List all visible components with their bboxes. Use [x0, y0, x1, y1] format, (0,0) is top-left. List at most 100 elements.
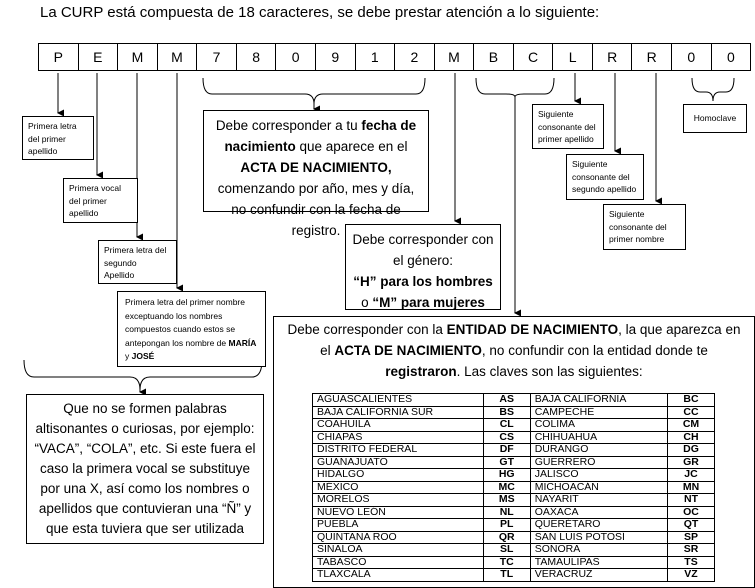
fecha-text-3: comenzando por año, mes y día, no confun…	[217, 181, 415, 238]
state-code: MC	[482, 480, 531, 494]
note-entidad-nacimiento: Debe corresponder con la ENTIDAD DE NACI…	[273, 316, 755, 588]
genero-bold-1: “H” para los hombres	[353, 274, 493, 289]
state-code: TL	[482, 568, 531, 582]
state-code: NT	[667, 493, 715, 507]
state-name: GUANAJUATO	[312, 455, 484, 469]
state-code: AS	[482, 393, 531, 407]
entidad-text: Debe corresponder con la ENTIDAD DE NACI…	[274, 317, 754, 384]
state-code: BC	[667, 393, 715, 407]
entidad-text-2: , la que aparezca en el	[320, 322, 741, 358]
state-code: JC	[667, 468, 715, 482]
curp-char-16: R	[632, 43, 672, 71]
fecha-bold-2: ACTA DE NACIMIENTO,	[240, 160, 392, 175]
state-code: MS	[482, 493, 531, 507]
state-name: OAXACA	[529, 505, 669, 519]
state-code: SL	[482, 543, 531, 557]
state-code: BS	[482, 405, 531, 419]
state-name: BAJA CALIFORNIA SUR	[312, 405, 484, 419]
fecha-bold-1: fecha de nacimiento	[224, 118, 417, 154]
genero-bold-2: “M” para mujeres	[372, 295, 485, 310]
state-name: CHIAPAS	[312, 430, 484, 444]
state-name: COAHUILA	[312, 418, 484, 432]
curp-char-6: 8	[236, 43, 277, 71]
entidad-text-1: Debe corresponder con la	[287, 322, 447, 337]
state-code: SR	[667, 543, 715, 557]
note-maria: MARÍA	[228, 337, 257, 348]
curp-char-11: M	[434, 43, 475, 71]
state-code: DG	[667, 443, 715, 457]
state-code: NL	[482, 505, 531, 519]
note-segundo-apellido: Primera letra del segundo Apellido	[98, 240, 177, 284]
note-primer-nombre: Primera letra del primer nombre exceptua…	[117, 291, 266, 367]
state-code: TS	[667, 555, 715, 569]
state-name: MORELOS	[312, 493, 484, 507]
curp-char-2: E	[78, 43, 119, 71]
genero-text-1: Debe corresponder con el género:	[352, 232, 494, 268]
curp-char-4: M	[157, 43, 198, 71]
state-name: VERACRUZ	[529, 568, 669, 582]
state-name: SINALOA	[312, 543, 484, 557]
state-name: MICHOACÁN	[529, 480, 669, 494]
state-code: QT	[667, 518, 715, 532]
fecha-text-1: Debe corresponder a tu	[215, 118, 362, 133]
state-name: NUEVO LEÓN	[312, 505, 484, 519]
curp-char-3: M	[118, 43, 158, 71]
state-code: GR	[667, 455, 715, 469]
state-name: BAJA CALIFORNIA	[529, 393, 669, 407]
state-name: DISTRITO FEDERAL	[312, 443, 484, 457]
state-code: DF	[482, 443, 531, 457]
state-name: MÉXICO	[312, 480, 484, 494]
note-fecha-nacimiento: Debe corresponder a tu fecha de nacimien…	[203, 110, 429, 238]
state-code: QR	[482, 530, 531, 544]
state-code: CH	[667, 430, 715, 444]
page-title: La CURP está compuesta de 18 caracteres,…	[40, 4, 600, 21]
state-name: QUINTANA ROO	[312, 530, 484, 544]
state-name: QUERÉTARO	[529, 518, 669, 532]
curp-char-10: 2	[395, 43, 435, 71]
state-code: OC	[667, 505, 715, 519]
note-genero: Debe corresponder con el género: “H” par…	[345, 224, 501, 310]
note-consonante-primer-apellido: Siguiente consonante del primer apellido	[532, 104, 604, 149]
state-code: HG	[482, 468, 531, 482]
state-name: TLAXCALA	[312, 568, 484, 582]
state-name: COLIMA	[529, 418, 669, 432]
note-palabras-altisonantes: Que no se formen palabras altisonantes o…	[26, 394, 264, 544]
note-segundo-apellido-line1: Primera letra del segundo	[104, 245, 167, 268]
state-name: NAYARIT	[529, 493, 669, 507]
note-primera-vocal: Primera vocal del primer apellido	[63, 178, 138, 223]
note-consonante-primer-nombre: Siguiente consonante del primer nombre	[603, 204, 686, 250]
note-homoclave: Homoclave	[683, 104, 747, 133]
state-code: CM	[667, 418, 715, 432]
state-code: CL	[482, 418, 531, 432]
state-code: TC	[482, 555, 531, 569]
curp-char-12: B	[474, 43, 514, 71]
state-name: HIDALGO	[312, 468, 484, 482]
note-primer-nombre-text: Primera letra del primer nombre exceptua…	[125, 297, 245, 348]
note-consonante-segundo-apellido: Siguiente consonante del segundo apellid…	[566, 154, 644, 200]
state-name: SONORA	[529, 543, 669, 557]
note-primera-letra: Primera letra del primer apellido	[22, 116, 94, 160]
curp-char-17: 0	[672, 43, 712, 71]
entidad-text-4: . Las claves son las siguientes:	[456, 364, 643, 379]
curp-char-18: 0	[711, 43, 752, 71]
state-name: JALISCO	[529, 468, 669, 482]
curp-char-14: L	[553, 43, 593, 71]
state-code: GT	[482, 455, 531, 469]
state-name: CHIHUAHUA	[529, 430, 669, 444]
state-name: GUERRERO	[529, 455, 669, 469]
